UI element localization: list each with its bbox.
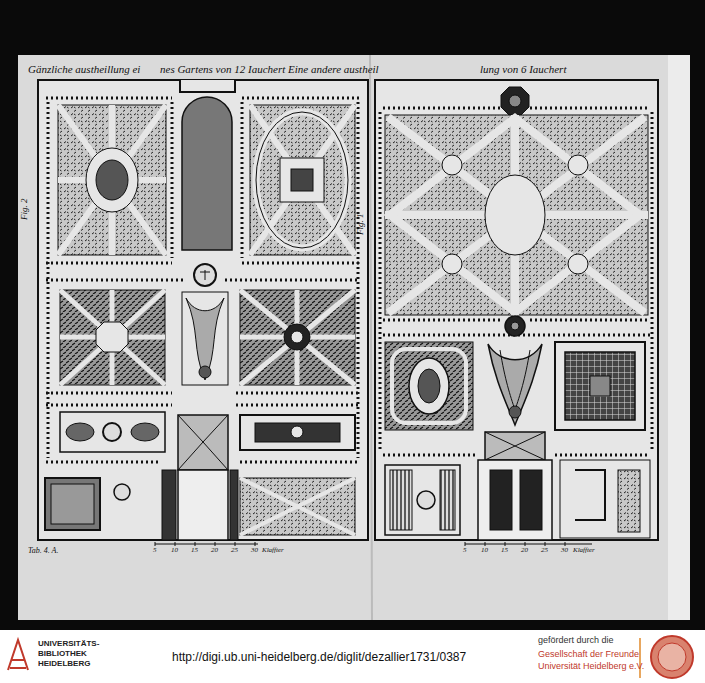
scale-number: 10 [171,547,178,555]
title-text: Gänzliche austheillung ei [28,63,140,75]
scale-number: 20 [211,547,218,555]
title-text: nes Gartens von 12 Iauchert [160,63,285,75]
sponsor-note: gefördert durch die [538,636,614,646]
scale-number: 25 [231,547,238,555]
scale-number: 30 [561,547,568,555]
library-name: UNIVERSITÄTS- [38,640,99,649]
scale-number: 10 [481,547,488,555]
library-name: BIBLIOTHEK [38,650,87,659]
scale-unit: Klaffter [262,547,284,555]
scale-number: 15 [191,547,198,555]
scale-number: 25 [541,547,548,555]
title-text: Eine andere austheil [288,63,379,75]
figure-label: Fig. 2 [20,199,30,221]
scale-number: 30 [251,547,258,555]
sponsor-name: Universität Heidelberg e.V. [538,662,644,672]
title-text: lung von 6 Iauchert [480,63,566,75]
scale-number: 15 [501,547,508,555]
figure-label: Fig. 1 [356,214,366,236]
sponsor-name: Gesellschaft der Freunde [538,650,639,660]
library-name: HEIDELBERG [38,660,90,669]
plate-number: Tab. 4. A. [28,547,58,556]
scale-number: 20 [521,547,528,555]
scale-unit: Klaffter [573,547,595,555]
scale-number: 5 [153,547,157,555]
url-text: http://digi.ub.uni-heidelberg.de/diglit/… [172,651,466,664]
scale-number: 5 [463,547,467,555]
